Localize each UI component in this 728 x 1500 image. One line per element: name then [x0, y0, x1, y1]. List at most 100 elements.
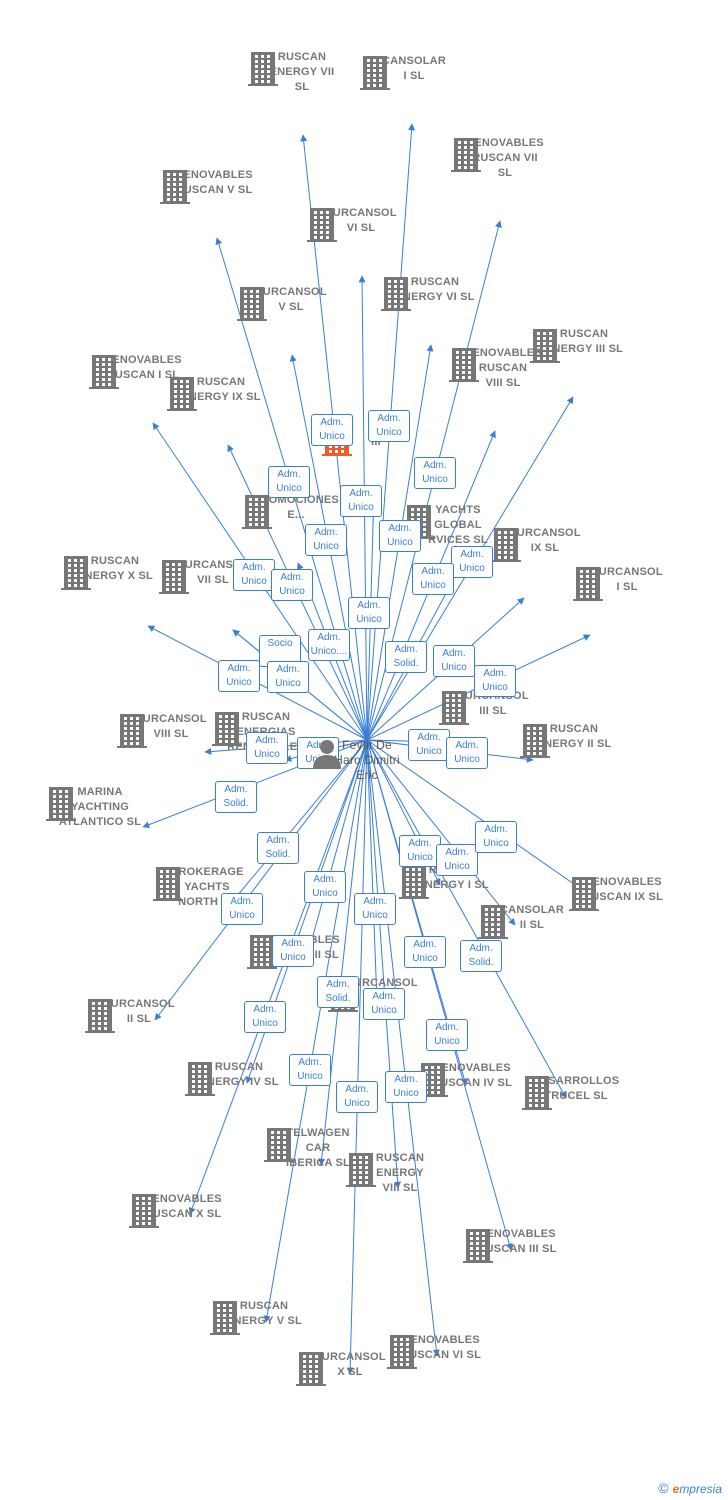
relation-label[interactable]: Adm. Unico — [305, 524, 347, 556]
relation-label[interactable]: Adm. Unico — [271, 569, 313, 601]
company-label: CANSOLAR I SL — [382, 55, 446, 82]
relation-label[interactable]: Adm. Solid. — [257, 832, 299, 864]
company-label: SURCANSOL VI SL — [325, 207, 397, 234]
company-label: DESARROLLOS TRUCEL SL — [532, 1075, 620, 1102]
relation-label[interactable]: Adm. Unico — [244, 1001, 286, 1033]
person-icon — [313, 740, 341, 769]
company-node[interactable]: RENOVABLES RUSCAN V SL — [159, 168, 269, 204]
company-node[interactable]: CANSOLAR I SL — [359, 54, 469, 90]
relation-label[interactable]: Adm. Unico — [436, 844, 478, 876]
relation-label[interactable]: Adm. Unico — [451, 546, 493, 578]
company-node[interactable]: SURCANSOL V SL — [236, 285, 346, 321]
company-node[interactable]: RENOVABLES RUSCAN X SL — [128, 1192, 238, 1228]
relation-label[interactable]: Adm. Solid. — [317, 976, 359, 1008]
building-icon — [153, 867, 183, 901]
relation-label[interactable]: Adm. Unico — [354, 893, 396, 925]
relation-label[interactable]: Adm. Unico — [414, 457, 456, 489]
relation-label[interactable]: Adm. Unico — [412, 563, 454, 595]
company-node[interactable]: RUSCAN ENERGY X SL — [60, 554, 170, 590]
relation-label[interactable]: Adm. Unico — [408, 729, 450, 761]
relation-label[interactable]: Adm. Unico — [218, 660, 260, 692]
building-icon — [167, 377, 197, 411]
building-icon — [439, 691, 469, 725]
building-icon — [129, 1194, 159, 1228]
company-label: RENOVABLES RUSCAN I SL — [104, 354, 182, 381]
relation-label[interactable]: Adm. Unico — [272, 935, 314, 967]
relation-label[interactable]: Adm. Unico — [289, 1054, 331, 1086]
company-node[interactable]: SURCANSOL VI SL — [306, 206, 416, 242]
relation-label[interactable]: Adm. Unico — [268, 466, 310, 498]
company-label: RUSCAN ENERGY VII SL — [269, 51, 335, 93]
company-node[interactable]: SURCANSOL IX SL — [490, 526, 600, 562]
building-icon — [61, 556, 91, 590]
building-icon — [530, 329, 560, 363]
center-person-label: Feytit De Haro Dimitri Eric — [334, 738, 400, 782]
company-node[interactable]: RUSCAN ENERGY VII SL — [247, 50, 357, 95]
relation-label[interactable]: Adm. Unico — [368, 410, 410, 442]
relation-label[interactable]: Adm. Unico — [474, 665, 516, 697]
edge-line — [366, 739, 567, 1099]
relation-label[interactable]: Adm. Unico — [348, 597, 390, 629]
company-node[interactable]: RUSCAN ENERGY IV SL — [184, 1060, 294, 1096]
company-node[interactable]: RUSCAN ENERGY IX SL — [166, 375, 276, 411]
company-node[interactable]: RENOVABLES RUSCAN IX SL — [568, 875, 678, 911]
building-icon — [520, 724, 550, 758]
relation-label[interactable]: Adm. Unico.... — [308, 629, 350, 661]
relation-label[interactable]: Adm. Unico — [404, 936, 446, 968]
building-icon — [478, 905, 508, 939]
company-node[interactable]: RENOVABLES RUSCAN I SL — [88, 353, 198, 389]
company-node[interactable]: SURCANSOL X SL — [295, 1350, 405, 1386]
relation-label[interactable]: Adm. Unico — [221, 893, 263, 925]
building-icon — [46, 787, 76, 821]
company-node[interactable]: TELWAGEN CAR IBERICA SL — [263, 1126, 373, 1171]
relation-label[interactable]: Adm. Unico — [475, 821, 517, 853]
company-node[interactable]: SURCANSOL I SL — [572, 565, 682, 601]
company-node[interactable]: RENOVABLES RUSCAN VII SL — [450, 136, 560, 181]
company-node[interactable]: RENOVABLES RUSCAN IV SL — [417, 1061, 527, 1097]
relation-label[interactable]: Adm. Unico — [363, 988, 405, 1020]
relation-label[interactable]: Adm. Solid. — [460, 940, 502, 972]
company-node[interactable]: CANSOLAR II SL — [477, 903, 587, 939]
brand-name: mpresia — [679, 1482, 722, 1496]
center-person-node[interactable]: Feytit De Haro Dimitri Eric — [312, 738, 422, 783]
relation-label[interactable]: Adm. Solid. — [215, 781, 257, 813]
relation-label[interactable]: Adm. Solid. — [385, 641, 427, 673]
company-node[interactable]: PROMOCIONES E... — [241, 493, 351, 529]
company-node[interactable]: MARINA YACHTING ATLANTICO SL — [45, 785, 155, 830]
relation-label[interactable]: Adm. Unico — [267, 661, 309, 693]
relation-label[interactable]: Adm. Unico — [246, 732, 288, 764]
building-icon — [85, 999, 115, 1033]
relation-label[interactable]: Adm. Unico — [340, 485, 382, 517]
relation-label[interactable]: Adm. Unico — [311, 414, 353, 446]
relation-label[interactable]: Adm. Unico — [304, 871, 346, 903]
relation-label[interactable]: Adm. Unico — [399, 835, 441, 867]
relation-label[interactable]: Adm. Unico — [336, 1081, 378, 1113]
company-label: SURCANSOL I SL — [591, 566, 663, 593]
company-node[interactable]: SURCANSOL II SL — [84, 997, 194, 1033]
company-node[interactable]: RUSCAN ENERGY VIII SL — [345, 1151, 455, 1196]
relation-label[interactable]: Adm. Unico — [379, 520, 421, 552]
relation-label[interactable]: Adm. Unico — [433, 645, 475, 677]
company-node[interactable]: RENOVABLES RUSCAN III SL — [462, 1227, 572, 1263]
company-node[interactable]: RENOVABLES RUSCAN VI SL — [386, 1333, 496, 1369]
relation-label[interactable]: Adm. Unico — [446, 737, 488, 769]
edge-line — [231, 739, 368, 903]
company-node[interactable]: DESARROLLOS TRUCEL SL — [521, 1074, 631, 1110]
company-node[interactable]: RUSCAN ENERGY V SL — [209, 1299, 319, 1335]
building-icon — [248, 52, 278, 86]
edge-line — [318, 739, 368, 1166]
company-node[interactable]: BROKERAGE YACHTS NORTH SL — [152, 865, 262, 910]
company-node[interactable]: RUSCAN ENERGY VI SL — [380, 275, 490, 311]
company-node[interactable]: SURCANSOL VIII SL — [116, 712, 226, 748]
relation-label[interactable]: Adm. Unico — [233, 559, 275, 591]
relation-label[interactable]: Adm. Unico — [385, 1071, 427, 1103]
building-icon — [522, 1076, 552, 1110]
building-icon — [569, 877, 599, 911]
company-label: RUSCAN ENERGY VIII SL — [375, 1152, 425, 1194]
company-node[interactable]: RENOVABLES RUSCAN VIII SL — [448, 346, 558, 391]
relation-label[interactable]: Adm. Unico — [426, 1019, 468, 1051]
edge-line — [366, 739, 381, 1003]
company-node[interactable]: RUSCAN ENERGY III SL — [529, 327, 639, 363]
company-node[interactable]: SURCANSOL VII SL — [158, 558, 268, 594]
company-node[interactable]: RUSCAN ENERGY II SL — [519, 722, 629, 758]
